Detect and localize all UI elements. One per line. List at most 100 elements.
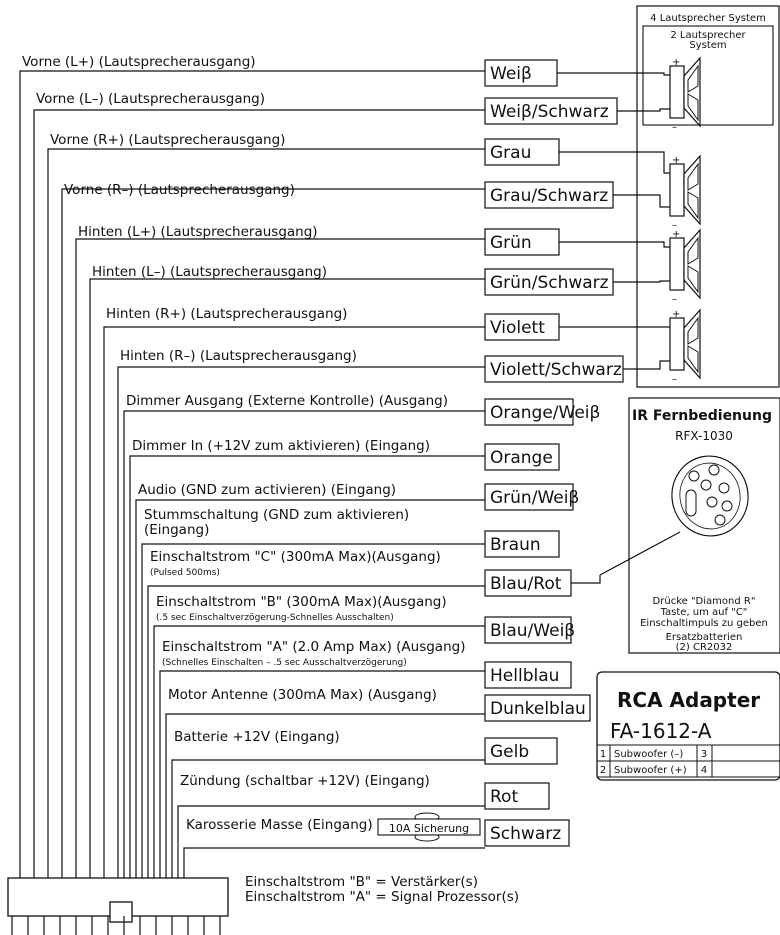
- rca-row1-num2: 3: [701, 749, 707, 760]
- wire-color-label: Grün/Weiβ: [490, 488, 579, 508]
- wire-color-box: [484, 483, 574, 511]
- legend-line1: Einschaltstrom "B" = Verstärker(s): [245, 874, 478, 890]
- wire-color-box: [484, 398, 574, 426]
- rca-row1-num: 1: [600, 749, 606, 760]
- wire-line: [153, 625, 485, 878]
- harness-connector: [7, 877, 229, 935]
- remote-title: IR Fernbedienung: [632, 408, 772, 424]
- wire-14: Einschaltstrom "B" (300mA Max)(Ausgang) (…: [153, 594, 575, 878]
- wire-note: (Schnelles Einschalten – .5 sec Ausschal…: [162, 658, 407, 668]
- rca-table: 1 Subwoofer (–) 3 2 Subwoofer (+) 4: [596, 744, 780, 778]
- fuse: 10A Sicherung: [377, 812, 481, 842]
- wire-label: Dimmer In (+12V zum aktivieren) (Eingang…: [132, 438, 430, 454]
- wire-19: Karosserie Masse (Eingang)Schwarz: [183, 817, 570, 878]
- wire-label: Einschaltstrom "C" (300mA Max)(Ausgang): [150, 549, 441, 565]
- remote-model: RFX-1030: [675, 429, 733, 443]
- wire-color-label: Rot: [490, 787, 518, 807]
- wire-2: Vorne (L–) (Lautsprecherausgang) Weiβ/Sch…: [33, 91, 618, 878]
- wire-10: Dimmer In (+12V zum aktivieren) (Eingang…: [129, 438, 560, 878]
- wire-7: Hinten (R+) (Lautsprecherausgang)Violett: [103, 306, 560, 878]
- rca-row2-num: 2: [600, 765, 606, 776]
- wire-line: [129, 455, 485, 878]
- fuse-label: 10A Sicherung: [389, 822, 469, 835]
- wire-color-label: Violett: [490, 318, 545, 338]
- wire-line: [147, 585, 485, 878]
- wire-color-label: Weiβ/Schwarz: [490, 102, 609, 122]
- speaker-plus: +: [672, 229, 680, 240]
- speaker-plus: +: [672, 309, 680, 320]
- wire-5: Hinten (L+) (Lautsprecherausgang)Grün: [75, 224, 560, 878]
- wire-1: Vorne (L+) (Lautsprecherausgang) Weiβ: [19, 54, 558, 878]
- remote-desc-line3: Einschaltimpuls zu geben: [640, 618, 768, 629]
- wire-color-label: Dunkelblau: [490, 699, 586, 719]
- wire-color-label: Weiβ: [490, 64, 532, 84]
- rca-panel: RCA Adapter FA-1612-A 1 Subwoofer (–) 3 …: [596, 671, 780, 781]
- remote-control-icon: [671, 455, 749, 537]
- wire-color-box: [484, 616, 572, 644]
- wire-line: [141, 543, 485, 878]
- wire-3: Vorne (R+) (Lautsprecherausgang) Grau: [47, 132, 560, 878]
- wire-4: Vorne (R–) (Lautsprecherausgang)Grau/Sch…: [61, 181, 614, 878]
- wire-color-label: Orange: [490, 448, 553, 468]
- wire-line: [89, 278, 485, 878]
- wire-color-label: Orange/Weiβ: [490, 403, 600, 423]
- wire-color-label: Grün/Schwarz: [490, 273, 609, 293]
- wire-color-box: [484, 443, 560, 471]
- wire-color-box: [484, 569, 572, 597]
- wire-17: Batterie +12V (Eingang) Gelb: [171, 729, 558, 878]
- wires-layer: Vorne (L+) (Lautsprecherausgang)WeiβVorn…: [19, 54, 624, 878]
- wire-label: Motor Antenne (300mA Max) (Ausgang): [168, 687, 437, 703]
- wire-color-box: [484, 138, 560, 166]
- wire-line: [61, 188, 485, 878]
- wire-11: Audio (GND zum activieren) (Eingang)Grün…: [135, 482, 579, 878]
- remote-desc-line2: Taste, um auf "C": [660, 607, 748, 618]
- remote-battery-line1: Ersatzbatterien: [666, 632, 743, 643]
- wire-label: Einschaltstrom "B" (300mA Max)(Ausgang): [156, 594, 447, 610]
- speaker-minus: –: [672, 122, 677, 133]
- wire-label: Stummschaltung (GND zum aktivieren): [144, 507, 409, 523]
- wire-line: [75, 238, 485, 878]
- wire-note: (.5 sec Einschaltverzögerung-Schnelles A…: [156, 613, 394, 623]
- wire-16: Motor Antenne (300mA Max) (Ausgang) Dunke…: [165, 687, 591, 878]
- wire-line: [159, 670, 485, 878]
- speaker-icon: [669, 228, 701, 300]
- wire-6: Hinten (L–) (Lautsprecherausgang)Grün/Sc…: [89, 264, 614, 878]
- wire-line: [183, 847, 485, 878]
- wire-color-box: [484, 694, 591, 722]
- speaker-system-4-title: 4 Lautsprecher System: [650, 13, 766, 24]
- legend-line2: Einschaltstrom "A" = Signal Prozessor(s): [245, 889, 519, 905]
- speaker-minus: –: [672, 374, 677, 385]
- wire-color-box: [484, 819, 570, 847]
- rca-row2-num2: 4: [701, 765, 707, 776]
- wire-color-label: Violett/Schwarz: [490, 360, 622, 380]
- wire-line: [171, 759, 485, 878]
- rca-row2-label: Subwoofer (+): [614, 765, 687, 776]
- wire-color-label: Blau/Rot: [490, 574, 562, 594]
- wire-9: Dimmer Ausgang (Externe Kontrolle) (Ausg…: [123, 393, 600, 878]
- rca-model: FA-1612-A: [610, 719, 712, 743]
- wire-color-label: Grün: [490, 233, 532, 253]
- speaker-minus: –: [672, 294, 677, 305]
- wire-label: Vorne (R+) (Lautsprecherausgang): [50, 132, 285, 148]
- wire-13: Einschaltstrom "C" (300mA Max)(Ausgang) (…: [147, 549, 572, 878]
- wire-label: Vorne (L–) (Lautsprecherausgang): [36, 91, 265, 107]
- wire-12: Stummschaltung (GND zum aktivieren)(Eing…: [141, 507, 560, 878]
- wire-line: [47, 148, 485, 878]
- wire-color-label: Gelb: [490, 742, 529, 762]
- speaker-icon: [669, 154, 701, 226]
- remote-battery-line2: (2) CR2032: [676, 642, 733, 653]
- wire-color-label: Hellblau: [490, 666, 559, 686]
- remote-desc-line1: Drücke "Diamond R": [653, 596, 756, 607]
- wire-color-box: [484, 782, 550, 810]
- wire-label: Dimmer Ausgang (Externe Kontrolle) (Ausg…: [126, 393, 448, 409]
- wire-label-line2: (Eingang): [144, 522, 209, 538]
- wire-color-label: Grau: [490, 143, 531, 163]
- wire-label: Batterie +12V (Eingang): [174, 729, 340, 745]
- speaker-panel: 4 Lautsprecher System 2 Lautsprecher Sys…: [557, 5, 780, 388]
- wire-label: Vorne (L+) (Lautsprecherausgang): [22, 54, 256, 70]
- wire-line: [135, 499, 485, 878]
- speaker-plus: +: [672, 155, 680, 166]
- wire-line: [117, 366, 485, 878]
- speaker-system-2-title-line2: System: [689, 40, 726, 51]
